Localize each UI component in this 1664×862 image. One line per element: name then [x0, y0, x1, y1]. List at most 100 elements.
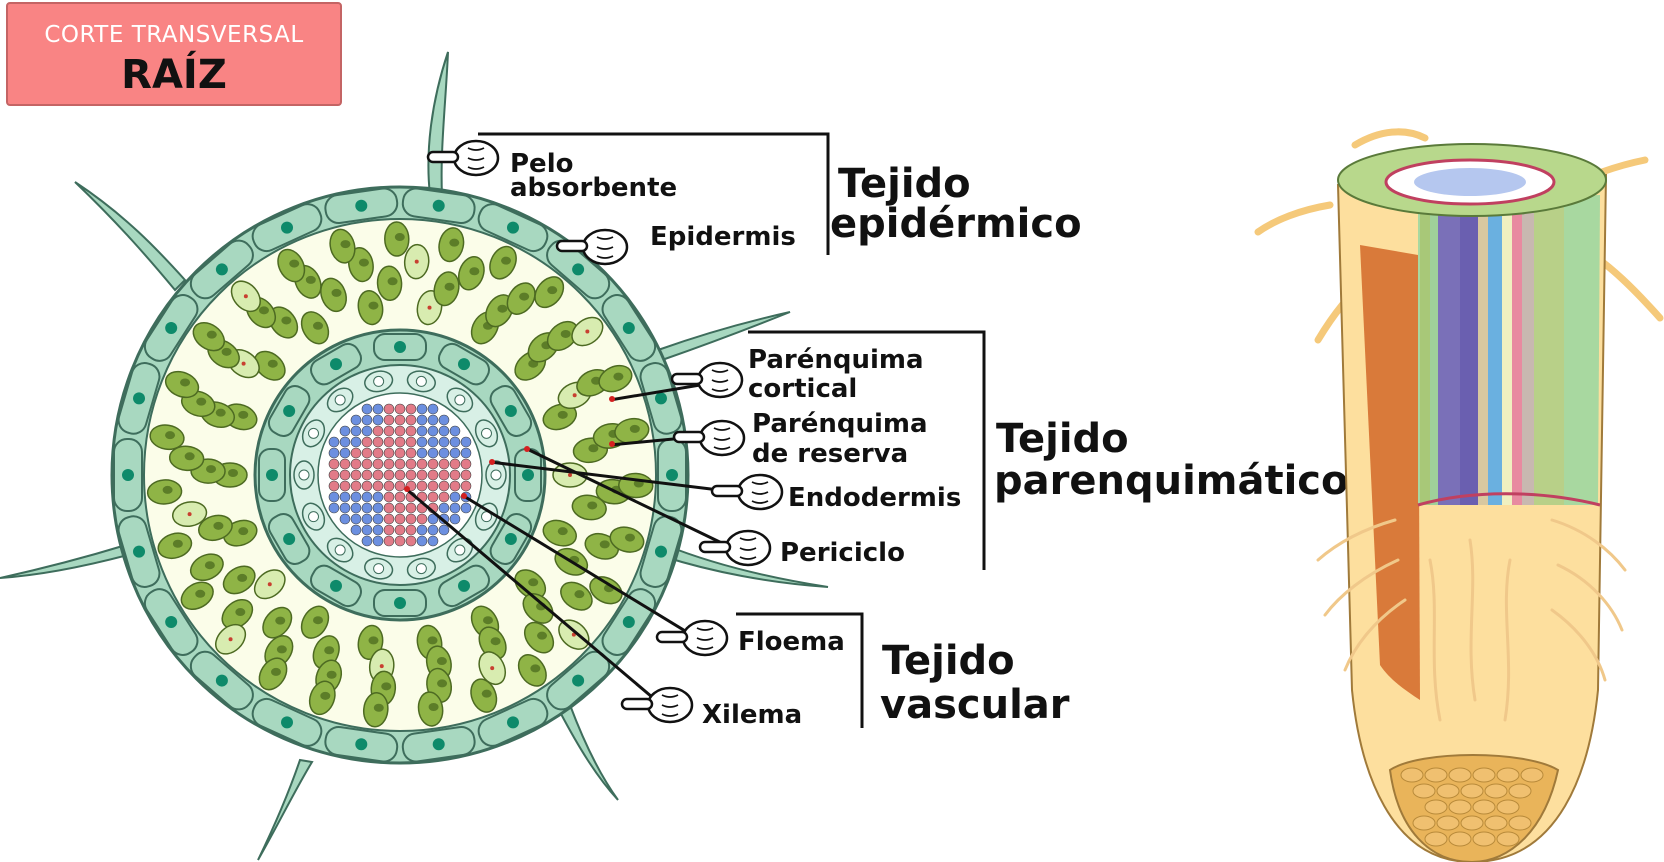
- cell-nucleus: [235, 608, 246, 617]
- root-cap-cell: [1508, 783, 1532, 799]
- epidermis-nucleus: [654, 545, 667, 558]
- endodermis-nucleus: [504, 405, 517, 417]
- xylem-cell: [372, 414, 384, 426]
- epidermis-nucleus: [165, 616, 178, 629]
- root-cap-cell: [1448, 831, 1472, 847]
- vascular-cells: [328, 403, 472, 547]
- phloem-cell: [405, 513, 417, 525]
- xylem-cell: [361, 524, 373, 536]
- cell-nucleus: [557, 527, 568, 536]
- xylem-cell: [372, 535, 384, 547]
- phloem-cell: [438, 469, 450, 481]
- phloem-cell: [394, 535, 406, 547]
- epidermis-nucleus: [506, 221, 519, 234]
- pericycle-nucleus: [454, 544, 466, 556]
- xylem-cell: [361, 535, 373, 547]
- phloem-cell: [383, 436, 395, 448]
- group-epidermico-line1: Tejido: [838, 161, 971, 207]
- cell-nucleus: [195, 589, 206, 598]
- xylem-cell: [361, 425, 373, 437]
- root-cap-cell: [1472, 767, 1496, 783]
- group-epidermico-line2: epidérmico: [830, 201, 1082, 247]
- epidermis-nucleus: [215, 263, 228, 276]
- xylem-cell: [339, 513, 351, 525]
- phloem-cell: [394, 524, 406, 536]
- cell-nucleus: [228, 469, 238, 477]
- cell-nucleus: [324, 646, 335, 655]
- cell-nucleus: [497, 304, 508, 313]
- label-periciclo: Periciclo: [780, 538, 905, 568]
- xylem-cell: [350, 491, 362, 503]
- phloem-cell: [438, 458, 450, 470]
- pointer-tips: [404, 396, 615, 499]
- xylem-cell: [427, 535, 439, 547]
- phloem-cell: [405, 469, 417, 481]
- xylem-cell: [449, 502, 461, 514]
- phloem-cell: [427, 480, 439, 492]
- bracket-parenquimatico: [748, 330, 986, 570]
- root-cap-cell: [1424, 767, 1448, 783]
- xylem-cell: [372, 524, 384, 536]
- phloem-cell: [372, 425, 384, 437]
- phloem-cell: [460, 469, 472, 481]
- group-vascular-line1: Tejido: [882, 638, 1015, 684]
- epidermis-nucleus: [355, 738, 368, 751]
- epidermis-nucleus: [432, 199, 445, 212]
- label-pelo-line1: Pelo: [510, 149, 573, 179]
- epidermis-nucleus: [506, 716, 519, 729]
- xylem-cell: [372, 513, 384, 525]
- reserve-granule: [568, 473, 572, 477]
- cell-nucleus: [165, 431, 176, 440]
- phloem-cell: [350, 480, 362, 492]
- endodermis-nucleus: [522, 469, 534, 481]
- bracket-vascular: [736, 612, 864, 728]
- xylem-cell: [427, 436, 439, 448]
- vascular-stripe: [1420, 200, 1430, 505]
- vascular-stripe: [1534, 200, 1564, 505]
- cell-nucleus: [469, 267, 480, 276]
- phloem-cell: [361, 436, 373, 448]
- phloem-cell: [383, 458, 395, 470]
- vascular-stripe: [1502, 200, 1512, 505]
- cell-nucleus: [238, 527, 249, 536]
- cell-nucleus: [560, 329, 571, 338]
- hand-finger: [426, 150, 460, 164]
- reserve-granule: [267, 582, 272, 587]
- phloem-cell: [350, 469, 362, 481]
- cell-nucleus: [196, 397, 207, 406]
- cell-nucleus: [436, 657, 447, 666]
- xylem-cell: [438, 436, 450, 448]
- phloem-cell: [416, 469, 428, 481]
- cell-nucleus: [340, 240, 351, 249]
- phloem-cell: [328, 480, 340, 492]
- xylem-cell: [350, 425, 362, 437]
- title-main: RAÍZ: [121, 52, 227, 98]
- cell-nucleus: [258, 306, 269, 315]
- root-cap-cell: [1496, 767, 1520, 783]
- phloem-cell: [416, 480, 428, 492]
- phloem-cell: [394, 491, 406, 503]
- phloem-cell: [372, 447, 384, 459]
- hand-lines: [739, 537, 757, 560]
- cell-nucleus: [501, 256, 512, 265]
- root-3d-vascular-stripes: [1417, 200, 1601, 507]
- cell-nucleus: [172, 539, 183, 548]
- hand-lines: [751, 481, 769, 504]
- phloem-cell: [394, 480, 406, 492]
- reserve-granule: [427, 305, 432, 310]
- phloem-cell: [383, 469, 395, 481]
- root-cap-cell: [1424, 831, 1448, 847]
- phloem-cell: [416, 458, 428, 470]
- cell-nucleus: [427, 636, 438, 645]
- phloem-cell: [361, 458, 373, 470]
- phloem-cell: [383, 535, 395, 547]
- cell-nucleus: [267, 359, 278, 368]
- phloem-cell: [372, 458, 384, 470]
- epidermis-nucleus: [572, 674, 585, 687]
- cell-nucleus: [184, 452, 195, 461]
- phloem-cell: [383, 425, 395, 437]
- pericycle-nucleus: [415, 375, 427, 387]
- cell-nucleus: [387, 277, 398, 286]
- pericycle-nucleus: [373, 375, 385, 387]
- cell-nucleus: [313, 321, 323, 330]
